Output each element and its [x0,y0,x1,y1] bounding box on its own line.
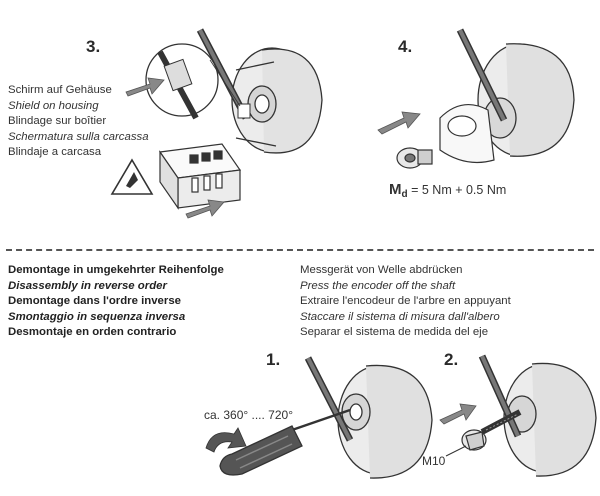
disassembly-text-de: Demontage in umgekehrter Reihenfolge [8,264,224,276]
rotation-range: ca. 360° .... 720° [204,408,293,422]
step-3-illustration [110,28,323,219]
press-text-fr: Extraire l'encodeur de l'arbre en appuya… [300,295,511,308]
disassembly-text-it: Smontaggio in sequenza inversa [8,310,186,323]
step-2-number: 2. [444,350,459,369]
torque-spec: Md = 5 Nm + 0.5 Nm [389,181,507,200]
connector-drawing [158,143,242,210]
step-4-number: 4. [398,37,413,56]
press-text-en: Press the encoder off the shaft [300,279,456,292]
section-divider [6,249,594,251]
shield-text-es: Blindaje a carcasa [8,146,102,159]
disassembly-text-es: Desmontaje en orden contrario [8,326,177,339]
torque-subscript: d [401,189,408,200]
shield-text-de: Schirm auf Gehäuse [8,84,112,96]
torque-symbol: M [389,181,402,198]
shield-instructions: Schirm auf Gehäuse Shield on housing Bli… [8,83,149,161]
esd-warning-icon [110,158,154,195]
step-1-number: 1. [266,350,281,369]
screwdriver-drawing [219,408,351,476]
press-encoder-instructions: Messgerät von Welle abdrücken Press the … [300,263,511,341]
disassembly-instructions: Demontage in umgekehrter Reihenfolge Dis… [8,263,224,341]
step-3-number: 3. [86,37,101,56]
shield-text-fr: Blindage sur boîtier [8,115,107,128]
step-4-illustration [377,28,575,169]
encoder-housing-drawing [231,47,323,154]
torque-value: = 5 Nm + 0.5 Nm [411,183,507,197]
disassembly-text-fr: Demontage dans l'ordre inverse [8,295,181,308]
shield-text-it: Schermatura sulla carcassa [8,130,149,143]
press-text-it: Staccare il sistema di misura dall'alber… [300,310,500,323]
shield-text-en: Shield on housing [8,99,99,112]
bolt-size-label: M10 [422,454,446,468]
press-text-de: Messgerät von Welle abdrücken [300,264,463,276]
press-text-es: Separar el sistema de medida del eje [300,326,489,339]
disassembly-text-en: Disassembly in reverse order [8,279,167,292]
bolt-drawing [461,409,522,451]
rotation-arrow-icon [205,427,247,453]
screw-drawing [396,147,433,169]
